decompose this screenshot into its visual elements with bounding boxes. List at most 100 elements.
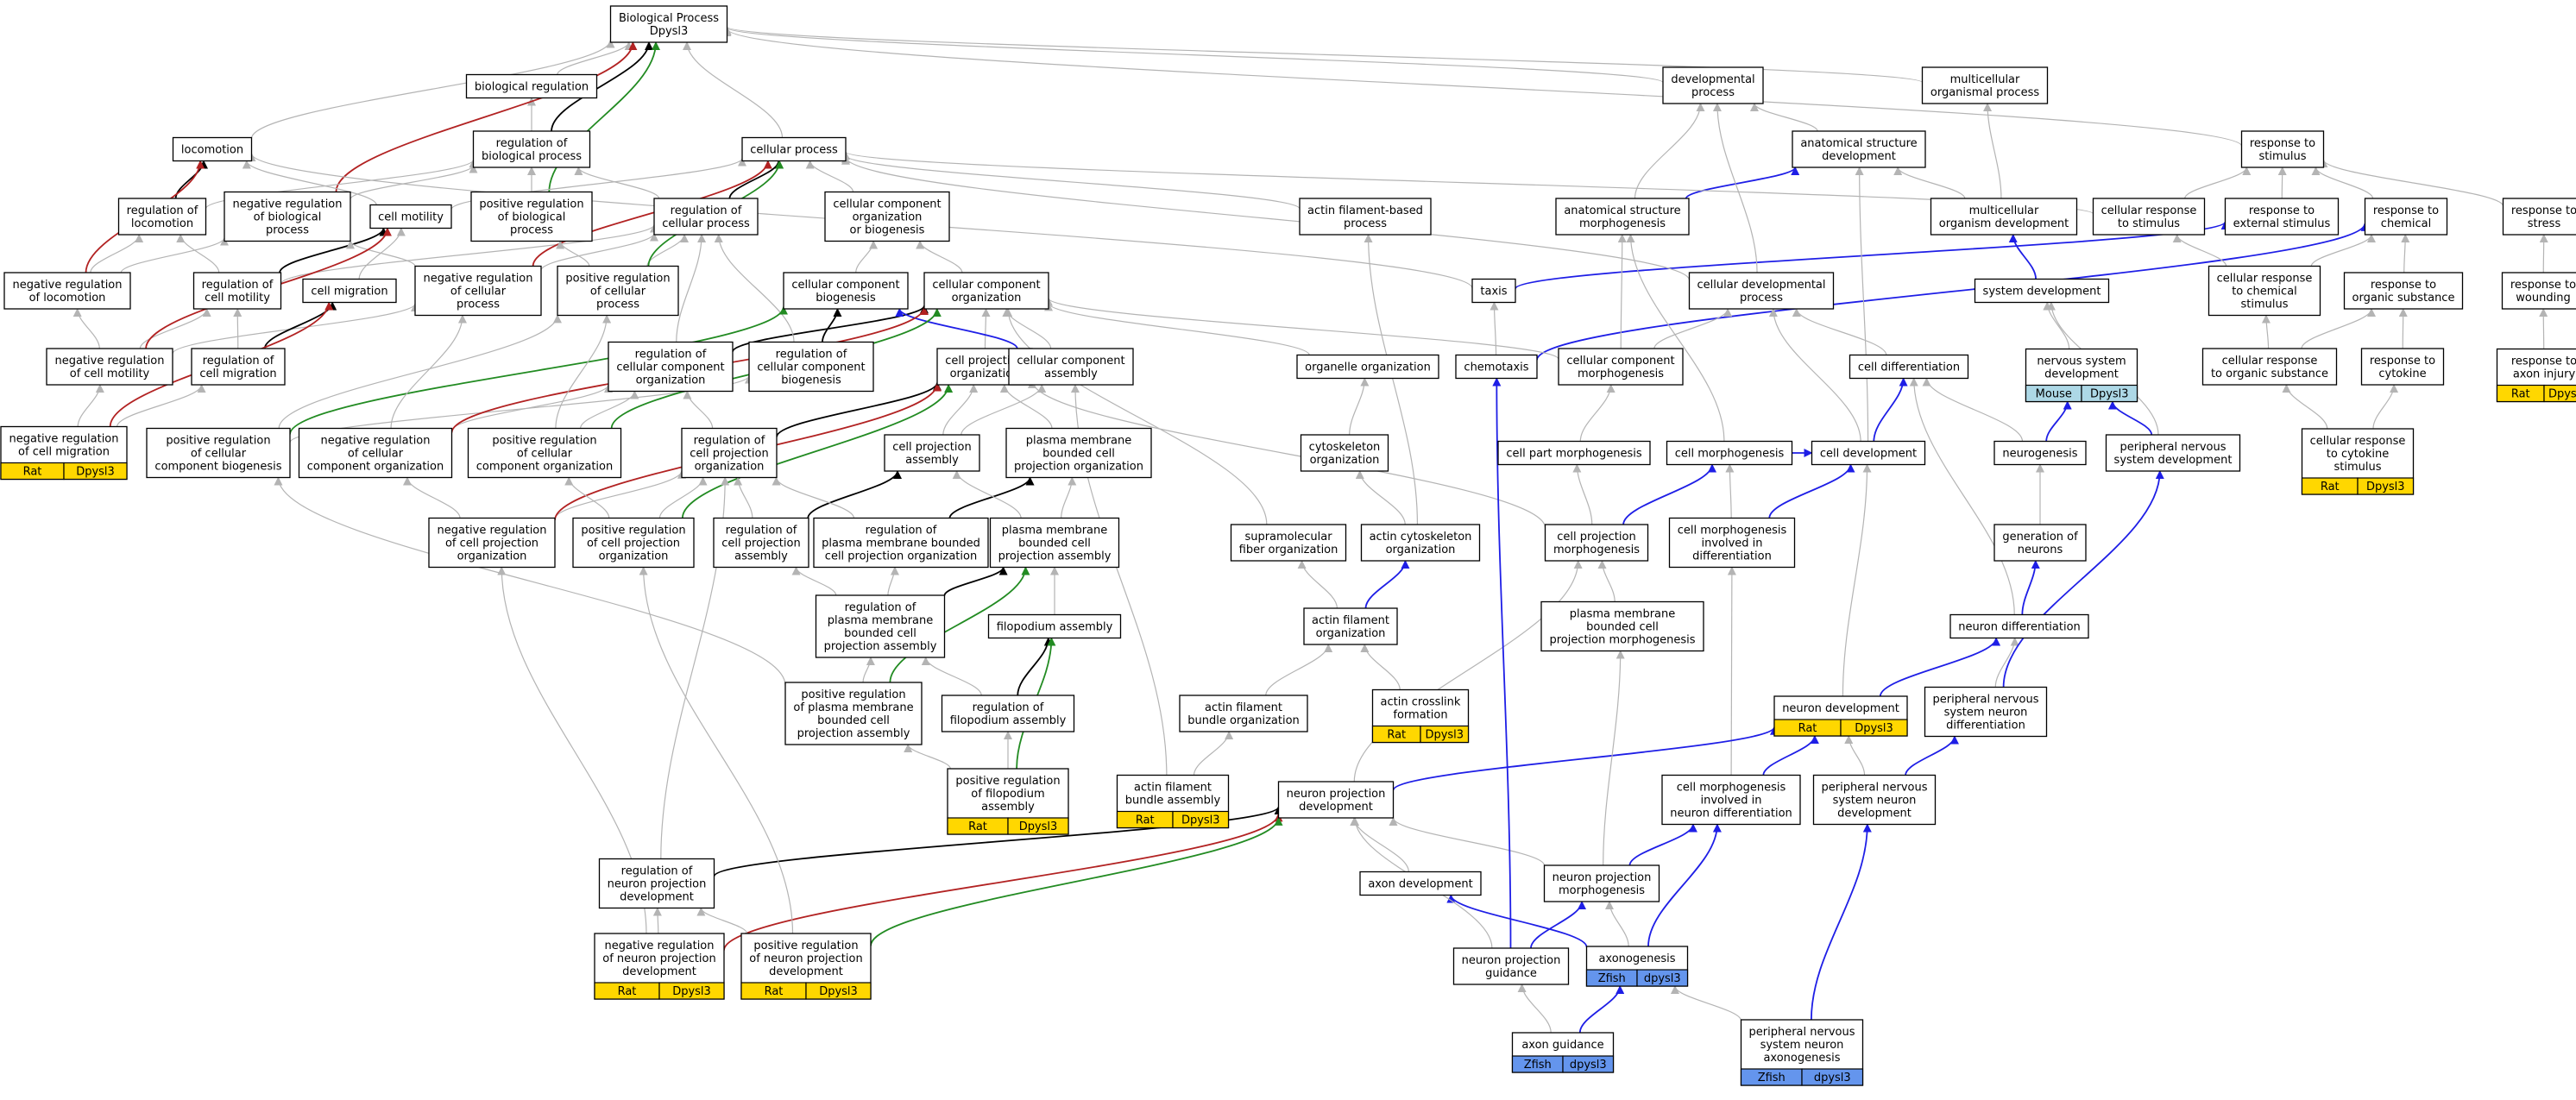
go-term-node-organelleorg[interactable]: organelle organization: [1296, 354, 1439, 380]
go-term-node-filoassembly[interactable]: filopodium assembly: [987, 613, 1122, 639]
go-term-node-axondev[interactable]: axon development: [1359, 871, 1482, 896]
go-term-node-neurondiff[interactable]: neuron differentiation: [1949, 613, 2089, 639]
node-label-line: anatomical structure: [1564, 204, 1680, 217]
go-term-node-celldev[interactable]: cell development: [1811, 440, 1926, 466]
go-term-node-locomotion[interactable]: locomotion: [172, 136, 253, 162]
go-term-node-taxis[interactable]: taxis: [1471, 278, 1516, 304]
go-term-node-cellproc[interactable]: cellular process: [741, 136, 847, 162]
go-term-node-cellmig[interactable]: cell migration: [302, 278, 397, 304]
go-term-node-chemotaxis[interactable]: chemotaxis: [1455, 354, 1538, 380]
go-term-node-biolreg[interactable]: biological regulation: [465, 73, 598, 99]
go-term-node-cellmot[interactable]: cell motility: [369, 204, 452, 229]
go-term-node-neurogenesis[interactable]: neurogenesis: [1993, 440, 2087, 466]
go-term-node-celldiff[interactable]: cell differentiation: [1849, 354, 1969, 380]
edge-is-a: [1355, 470, 1406, 525]
go-term-node-cellmorph[interactable]: cell morphogenesis: [1666, 440, 1793, 466]
go-term-node-cellpartmorph[interactable]: cell part morphogenesis: [1497, 440, 1651, 466]
edge-is-a: [960, 384, 1047, 436]
go-term-node-sysdev[interactable]: system development: [1974, 278, 2110, 304]
